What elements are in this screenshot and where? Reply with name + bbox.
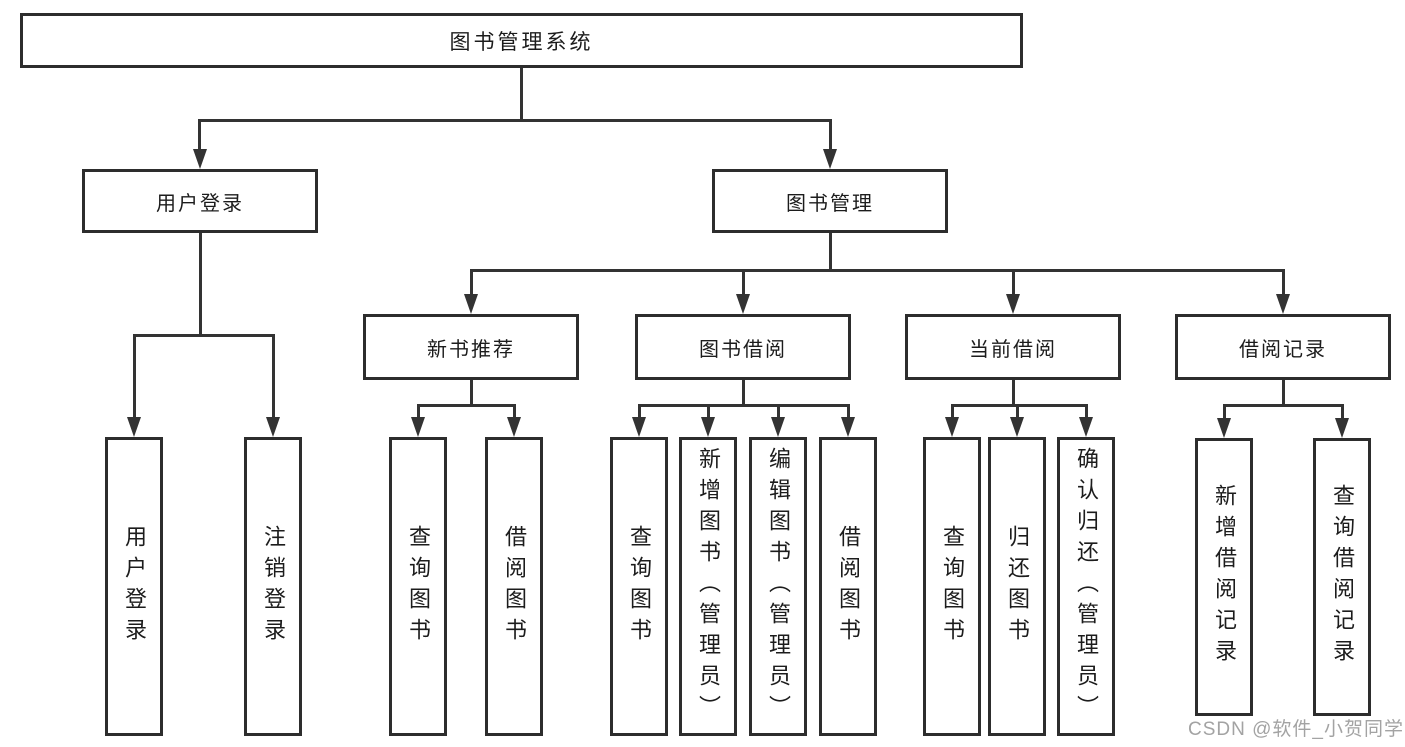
arrowhead-down-icon	[193, 149, 207, 169]
connector-drop	[742, 269, 745, 297]
connector-drop	[847, 404, 850, 420]
node-book-management: 图书管理	[712, 169, 948, 233]
leaf-return-book: 归还图书	[988, 437, 1046, 736]
connector-stem	[829, 233, 832, 272]
arrowhead-down-icon	[841, 417, 855, 437]
leaf-confirm-return-admin: 确认归还（管理员）	[1057, 437, 1115, 736]
arrowhead-down-icon	[266, 417, 280, 437]
connector-drop	[638, 404, 641, 420]
arrowhead-down-icon	[632, 417, 646, 437]
arrowhead-down-icon	[464, 294, 478, 314]
connector-drop	[272, 334, 275, 420]
leaf-add-book-admin: 新增图书（管理员）	[679, 437, 737, 736]
leaf-query-books-recommend: 查询图书	[389, 437, 447, 736]
node-borrowing-records: 借阅记录	[1175, 314, 1391, 380]
connector-drop	[417, 404, 420, 420]
node-book-borrowing: 图书借阅	[635, 314, 851, 380]
node-user-login: 用户登录	[82, 169, 318, 233]
leaf-query-books-borrowing: 查询图书	[610, 437, 668, 736]
connector-rail	[417, 404, 516, 407]
arrowhead-down-icon	[736, 294, 750, 314]
arrowhead-down-icon	[1010, 417, 1024, 437]
arrowhead-down-icon	[771, 417, 785, 437]
connector-drop	[513, 404, 516, 420]
connector-drop	[777, 404, 780, 420]
leaf-query-books-current: 查询图书	[923, 437, 981, 736]
connector-drop	[470, 269, 473, 297]
arrowhead-down-icon	[1217, 418, 1231, 438]
node-current-borrowing: 当前借阅	[905, 314, 1121, 380]
connector-drop	[198, 119, 201, 151]
connector-rail	[1223, 404, 1344, 407]
arrowhead-down-icon	[507, 417, 521, 437]
connector-rail	[951, 404, 1087, 407]
leaf-logout: 注销登录	[244, 437, 302, 736]
connector-drop	[1223, 404, 1226, 420]
arrowhead-down-icon	[1079, 417, 1093, 437]
arrowhead-down-icon	[411, 417, 425, 437]
arrowhead-down-icon	[1276, 294, 1290, 314]
leaf-borrow-books-borrowing: 借阅图书	[819, 437, 877, 736]
leaf-borrow-books-recommend: 借阅图书	[485, 437, 543, 736]
node-new-book-recommendation: 新书推荐	[363, 314, 579, 380]
connector-stem	[1282, 380, 1285, 407]
node-library-management-system: 图书管理系统	[20, 13, 1023, 68]
connector-drop	[133, 334, 136, 420]
leaf-user-login: 用户登录	[105, 437, 163, 736]
connector-rail	[198, 119, 832, 122]
connector-drop	[1341, 404, 1344, 420]
connector-drop	[707, 404, 710, 420]
connector-stem	[742, 380, 745, 407]
connector-stem	[520, 68, 523, 121]
connector-stem	[199, 233, 202, 336]
leaf-add-borrow-record: 新增借阅记录	[1195, 438, 1253, 716]
connector-rail	[133, 334, 275, 337]
arrowhead-down-icon	[1335, 418, 1349, 438]
connector-stem	[470, 380, 473, 407]
connector-rail	[638, 404, 849, 407]
connector-drop	[1016, 404, 1019, 420]
connector-stem	[1012, 380, 1015, 407]
arrowhead-down-icon	[945, 417, 959, 437]
connector-drop	[1085, 404, 1088, 420]
arrowhead-down-icon	[701, 417, 715, 437]
leaf-edit-book-admin: 编辑图书（管理员）	[749, 437, 807, 736]
arrowhead-down-icon	[823, 149, 837, 169]
arrowhead-down-icon	[1006, 294, 1020, 314]
connector-drop	[1282, 269, 1285, 297]
leaf-query-borrow-record: 查询借阅记录	[1313, 438, 1371, 716]
connector-drop	[1012, 269, 1015, 297]
connector-drop	[951, 404, 954, 420]
connector-drop	[829, 119, 832, 151]
csdn-watermark: CSDN @软件_小贺同学	[1188, 719, 1404, 740]
connector-rail	[470, 269, 1284, 272]
arrowhead-down-icon	[127, 417, 141, 437]
